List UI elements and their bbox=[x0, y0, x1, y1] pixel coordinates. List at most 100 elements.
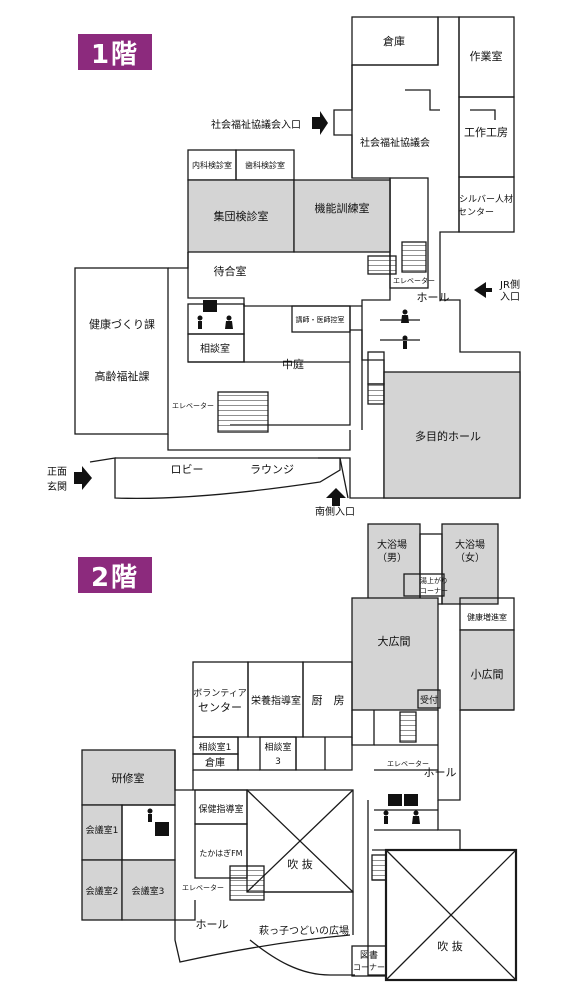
label-elevator-2f: エレベーター bbox=[387, 759, 429, 768]
room-bath-female bbox=[441, 523, 499, 605]
label-corner2: コーナー bbox=[420, 587, 448, 595]
label-consult3a: 相談室 bbox=[264, 741, 291, 753]
label-lobby: ロビー bbox=[171, 463, 204, 476]
room-multi bbox=[383, 371, 521, 499]
wall-social bbox=[333, 65, 353, 178]
arrows-f1 bbox=[74, 111, 492, 506]
label-silver2: センター bbox=[458, 207, 494, 218]
male-toilet-icon bbox=[402, 335, 408, 341]
room-health-welfare bbox=[74, 267, 169, 435]
female-toilet-icon bbox=[226, 315, 232, 321]
label-workroom: 作業室 bbox=[470, 49, 503, 63]
label-plaza: 萩っ子つどいの広場 bbox=[259, 924, 349, 937]
room-volunteer bbox=[192, 661, 249, 738]
stairs-icon bbox=[217, 391, 269, 433]
female-toilet-icon bbox=[402, 309, 408, 315]
label-training: 研修室 bbox=[112, 771, 145, 785]
label-volunteer2: センター bbox=[198, 701, 242, 714]
accessible-toilet-icon bbox=[388, 794, 402, 806]
label-hall: ホール bbox=[417, 291, 450, 304]
floor-1 bbox=[74, 16, 521, 500]
label-bath-m1: 大浴場 bbox=[377, 538, 407, 551]
label-internal: 内科検診室 bbox=[192, 160, 232, 170]
room-training bbox=[81, 749, 176, 806]
male-toilet-icon bbox=[383, 810, 389, 816]
female-toilet-icon bbox=[413, 810, 419, 816]
label-kitchen: 厨 房 bbox=[312, 694, 345, 707]
label-group: 集団検診室 bbox=[214, 209, 269, 223]
arrow-icon bbox=[312, 111, 328, 135]
room-training bbox=[293, 179, 391, 253]
stairs-icon bbox=[371, 854, 387, 881]
label-jr1: JR側 bbox=[499, 278, 520, 291]
label-elevator2: エレベーター bbox=[182, 883, 224, 892]
atrium-2 bbox=[384, 848, 518, 982]
floor-badge-2: 2階 bbox=[78, 557, 152, 593]
label-consult: 相談室 bbox=[200, 342, 230, 355]
accessible-toilet-icon bbox=[367, 351, 385, 385]
label-elevator: エレベーター bbox=[393, 276, 435, 285]
label-conf3: 会議室3 bbox=[132, 885, 165, 897]
floor-2 bbox=[81, 523, 518, 982]
label-consult3b: 3 bbox=[275, 757, 281, 767]
male-toilet-icon bbox=[197, 315, 203, 321]
stairs-icon bbox=[401, 241, 427, 273]
label-bath-f1: 大浴場 bbox=[455, 538, 485, 551]
label-consult1: 相談室1 bbox=[199, 741, 232, 753]
stairs-icon bbox=[229, 865, 265, 901]
label-lounge: ラウンジ bbox=[250, 463, 294, 476]
label-small-hall: 小広間 bbox=[471, 668, 504, 681]
label-lecture: 講師・医師控室 bbox=[296, 315, 345, 324]
arrow-icon bbox=[326, 488, 346, 506]
label-hall2: ホール bbox=[196, 918, 229, 931]
label-health: 健康づくり課 bbox=[89, 317, 155, 331]
label-bath-m2: （男） bbox=[377, 552, 407, 564]
room-fm bbox=[194, 823, 248, 879]
stairs-icon bbox=[367, 255, 397, 275]
room-small-hall bbox=[459, 629, 515, 711]
room-library bbox=[351, 945, 387, 977]
label-craft: 工作工房 bbox=[464, 126, 508, 139]
label-warehouse: 倉庫 bbox=[383, 34, 405, 48]
room-big-hall bbox=[351, 597, 439, 711]
label-welfare: 高齢福祉課 bbox=[95, 369, 150, 383]
label-atrium2: 吹 抜 bbox=[437, 939, 463, 953]
label-elevator-west: エレベーター bbox=[172, 401, 214, 410]
arrow-icon bbox=[474, 282, 492, 298]
room-corner bbox=[403, 573, 445, 597]
male-toilet-icon bbox=[147, 808, 153, 814]
label-main2: 玄関 bbox=[47, 480, 67, 493]
floor-badge-1: 1階 bbox=[78, 34, 152, 70]
label-nutrition: 栄養指導室 bbox=[251, 694, 301, 707]
label-silver: シルバー人材 bbox=[459, 193, 513, 205]
label-reception: 受付 bbox=[420, 694, 438, 706]
label-main1: 正面 bbox=[47, 467, 67, 478]
label-south: 南側入口 bbox=[315, 505, 355, 518]
label-corner1: 湯上がり bbox=[420, 576, 448, 585]
label-library1: 図書 bbox=[360, 949, 378, 961]
label-courtyard: 中庭 bbox=[282, 357, 304, 371]
label-dental: 歯科検診室 bbox=[245, 160, 285, 170]
label-jr2: 入口 bbox=[500, 292, 520, 303]
label-atrium: 吹 抜 bbox=[287, 857, 313, 871]
label-waiting: 待合室 bbox=[214, 264, 247, 278]
label-big-hall: 大広間 bbox=[378, 634, 411, 648]
label-storage: 倉庫 bbox=[205, 756, 225, 769]
label-social: 社会福祉協議会 bbox=[360, 136, 430, 149]
building-east bbox=[351, 16, 521, 499]
stairs-icon bbox=[399, 711, 417, 743]
label-hall-2f: ホール bbox=[424, 766, 457, 779]
stair-core bbox=[389, 177, 429, 289]
accessible-toilet-icon bbox=[203, 300, 217, 312]
label-training: 機能訓練室 bbox=[315, 201, 370, 215]
label-health-up: 健康増進室 bbox=[467, 612, 507, 622]
label-social-entrance: 社会福祉協議会入口 bbox=[211, 118, 301, 131]
label-library2: コーナー bbox=[353, 963, 385, 972]
label-multi: 多目的ホール bbox=[415, 429, 481, 443]
room-kitchen bbox=[302, 661, 353, 738]
accessible-toilet-icon bbox=[155, 822, 169, 836]
label-fm: たかはぎFM bbox=[199, 848, 242, 858]
room-conf3 bbox=[121, 859, 176, 921]
label-health-guide: 保健指導室 bbox=[198, 803, 243, 815]
